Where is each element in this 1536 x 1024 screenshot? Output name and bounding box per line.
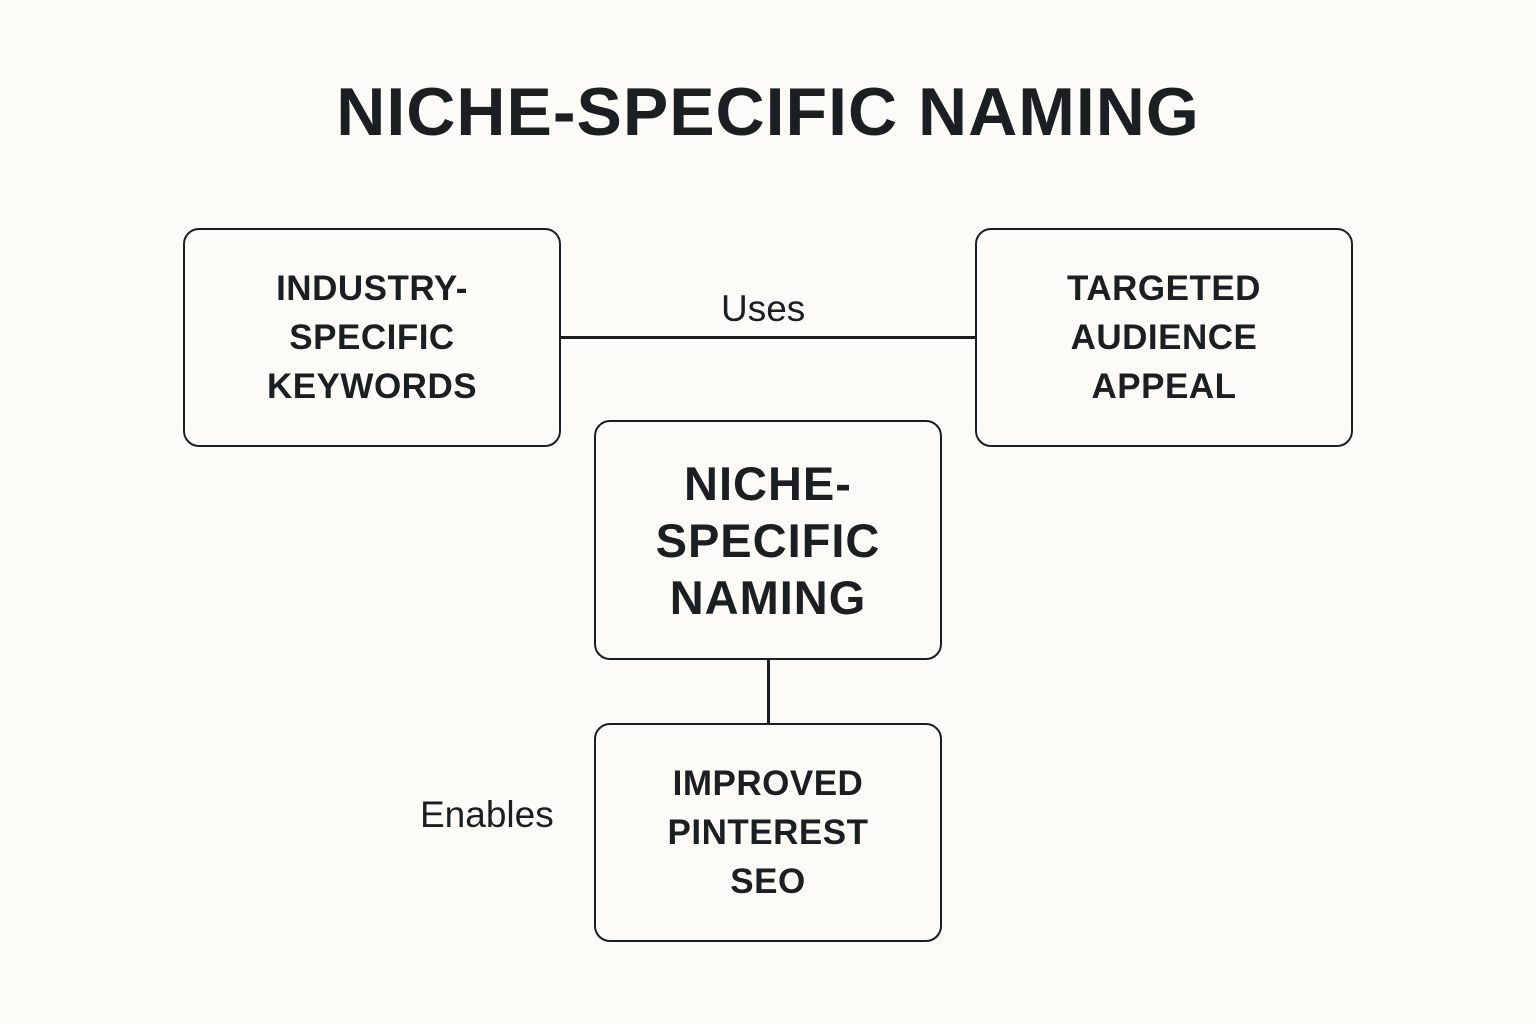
node-label: IMPROVED PINTEREST SEO — [667, 764, 869, 901]
node-label: TARGETED AUDIENCE APPEAL — [1067, 269, 1261, 406]
node-pinterest-seo: IMPROVED PINTEREST SEO — [594, 723, 942, 942]
node-label: INDUSTRY- SPECIFIC KEYWORDS — [266, 269, 478, 406]
node-targeted-audience: TARGETED AUDIENCE APPEAL — [975, 228, 1353, 447]
edge-label-enables: Enables — [420, 794, 554, 835]
edge-label-uses: Uses — [721, 288, 806, 329]
connector-keywords-audience — [561, 336, 975, 339]
node-label: NICHE- SPECIFIC NAMING — [655, 456, 881, 624]
node-niche-naming: NICHE- SPECIFIC NAMING — [594, 420, 942, 660]
node-industry-keywords: INDUSTRY- SPECIFIC KEYWORDS — [183, 228, 561, 447]
connector-center-seo — [767, 660, 770, 723]
diagram-title: NICHE-SPECIFIC NAMING — [336, 74, 1200, 150]
